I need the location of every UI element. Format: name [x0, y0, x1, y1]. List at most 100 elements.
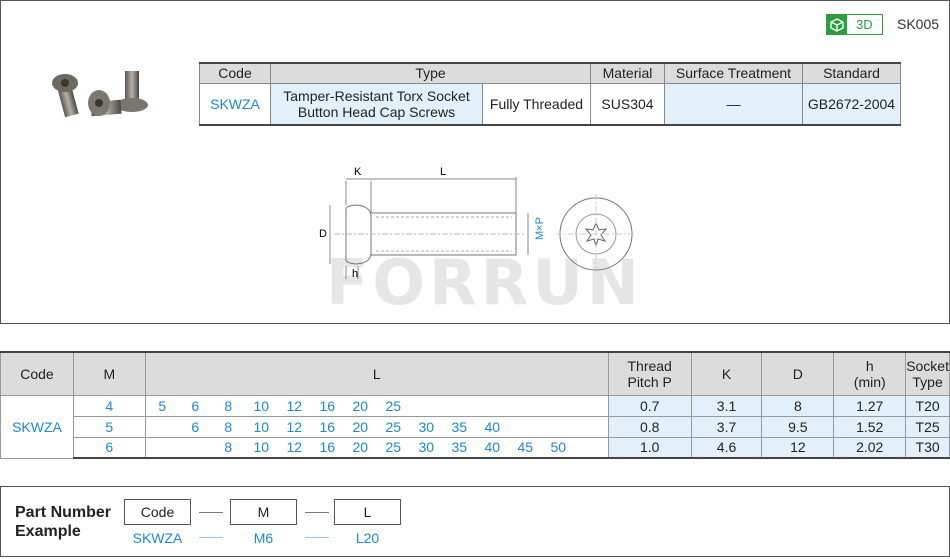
sku-code: SK005 — [897, 16, 940, 32]
dims-header-socket-line2: Type — [912, 373, 943, 390]
dims-l-value[interactable]: 16 — [319, 418, 336, 435]
dims-l-value — [443, 398, 476, 414]
spec-table: Code Type Material Surface Treatment Sta… — [199, 62, 901, 126]
watermark: FORRUN — [326, 246, 643, 319]
spec-header-code: Code — [199, 62, 271, 83]
dims-m-value: 6 — [72, 436, 146, 459]
dims-l-value[interactable]: 25 — [385, 439, 402, 456]
dims-l-value[interactable]: 8 — [224, 439, 233, 456]
spec-type-line2: Button Head Cap Screws — [297, 103, 456, 120]
dims-l-value[interactable]: 16 — [319, 397, 336, 414]
dims-header-m: M — [72, 351, 146, 396]
dims-l-value[interactable]: 12 — [286, 397, 303, 414]
spec-type-line1: Tamper-Resistant Torx Socket — [283, 87, 470, 104]
dim-l-label: L — [440, 166, 446, 178]
dims-l-value[interactable]: 10 — [253, 418, 270, 435]
dims-socket-value: T25 — [905, 415, 950, 438]
dims-l-value[interactable]: 6 — [191, 397, 200, 414]
part-number-title: Part Number Example — [15, 503, 111, 541]
dims-socket-value: T30 — [905, 436, 950, 459]
dims-pitch-value: 0.8 — [607, 415, 692, 438]
spec-header-type: Type — [270, 62, 591, 83]
dim-mxp-label: M×P — [534, 217, 546, 240]
dim-d-label: D — [319, 228, 327, 240]
dims-k-value: 3.7 — [690, 415, 763, 438]
dims-l-value — [146, 439, 179, 455]
dims-pitch-value: 1.0 — [607, 436, 692, 459]
dims-socket-value: T20 — [905, 394, 950, 417]
pn-m-box: M — [230, 499, 297, 525]
dims-header-l: L — [144, 351, 609, 396]
dims-header-socket: Socket Type — [905, 351, 950, 396]
dims-l-value — [542, 419, 575, 435]
dim-h-label: h — [352, 268, 358, 280]
dims-l-value — [146, 419, 179, 435]
dims-d-value: 9.5 — [761, 415, 835, 438]
dims-h-value: 1.52 — [833, 415, 907, 438]
dims-l-value[interactable]: 5 — [158, 397, 167, 414]
dims-l-value[interactable]: 35 — [451, 418, 468, 435]
dims-l-value[interactable]: 8 — [224, 397, 233, 414]
dims-l-value — [179, 439, 212, 455]
dims-l-value[interactable]: 25 — [385, 397, 402, 414]
3d-model-button[interactable]: 3D — [826, 14, 883, 35]
dims-d-value: 8 — [761, 394, 835, 417]
dims-l-value[interactable]: 40 — [484, 439, 501, 456]
pn-example-separator-1 — [199, 537, 223, 538]
dims-l-value[interactable]: 12 — [286, 439, 303, 456]
spec-standard: GB2672-2004 — [802, 82, 901, 126]
spec-surface: — — [664, 82, 803, 126]
dims-header-pitch: Thread Pitch P — [607, 351, 692, 396]
dims-l-value[interactable]: 16 — [319, 439, 336, 456]
dims-header-code: Code — [0, 351, 74, 396]
dims-h-value: 1.27 — [833, 394, 907, 417]
dim-k-label: K — [354, 166, 362, 178]
spec-code[interactable]: SKWZA — [199, 82, 271, 126]
dims-l-value[interactable]: 20 — [352, 397, 369, 414]
pn-code-box: Code — [124, 499, 191, 525]
dims-l-value — [410, 398, 443, 414]
dims-l-value[interactable]: 35 — [451, 439, 468, 456]
spec-header-surface: Surface Treatment — [664, 62, 803, 83]
spec-header-material: Material — [590, 62, 665, 83]
dims-l-value[interactable]: 10 — [253, 397, 270, 414]
pn-l-example: L20 — [355, 530, 380, 546]
pn-separator-2 — [305, 512, 329, 513]
dims-l-value[interactable]: 20 — [352, 439, 369, 456]
dims-l-value[interactable]: 12 — [286, 418, 303, 435]
dims-l-value[interactable]: 45 — [517, 439, 534, 456]
dims-header-socket-line1: Socket — [906, 357, 949, 374]
dims-l-value — [575, 439, 608, 455]
dims-l-value[interactable]: 40 — [484, 418, 501, 435]
pn-code-example: SKWZA — [132, 530, 183, 546]
dims-l-value[interactable]: 10 — [253, 439, 270, 456]
dims-l-value[interactable]: 30 — [418, 418, 435, 435]
product-panel: 3D SK005 Code Type Material Surface Trea… — [0, 0, 950, 324]
cube-icon — [827, 15, 847, 34]
dims-l-value — [575, 398, 608, 414]
dims-l-value — [542, 398, 575, 414]
pn-separator-1 — [199, 512, 223, 513]
dims-l-value[interactable]: 30 — [418, 439, 435, 456]
part-number-title-line1: Part Number — [15, 504, 112, 521]
dims-l-value[interactable]: 20 — [352, 418, 369, 435]
dims-header-pitch-line1: Thread — [627, 357, 672, 374]
pn-example-separator-2 — [305, 537, 329, 538]
dims-k-value: 3.1 — [690, 394, 763, 417]
part-number-panel: Part Number Example Code M L SKWZA M6 L2… — [0, 486, 950, 557]
dims-pitch-value: 0.7 — [607, 394, 692, 417]
dims-l-value[interactable]: 25 — [385, 418, 402, 435]
dims-k-value: 4.6 — [690, 436, 763, 459]
dims-l-value[interactable]: 6 — [191, 418, 200, 435]
dims-l-value — [575, 419, 608, 435]
part-number-title-line2: Example — [15, 523, 81, 540]
dims-code[interactable]: SKWZA — [0, 394, 74, 459]
dims-l-value[interactable]: 50 — [550, 439, 567, 456]
spec-type: Tamper-Resistant Torx Socket Button Head… — [270, 82, 483, 126]
dims-l-values: 6 8 10 12 16 20 25 30 35 40 — [144, 415, 609, 438]
dims-l-value — [476, 398, 509, 414]
dims-header-d: D — [761, 351, 835, 396]
dims-l-value[interactable]: 8 — [224, 418, 233, 435]
